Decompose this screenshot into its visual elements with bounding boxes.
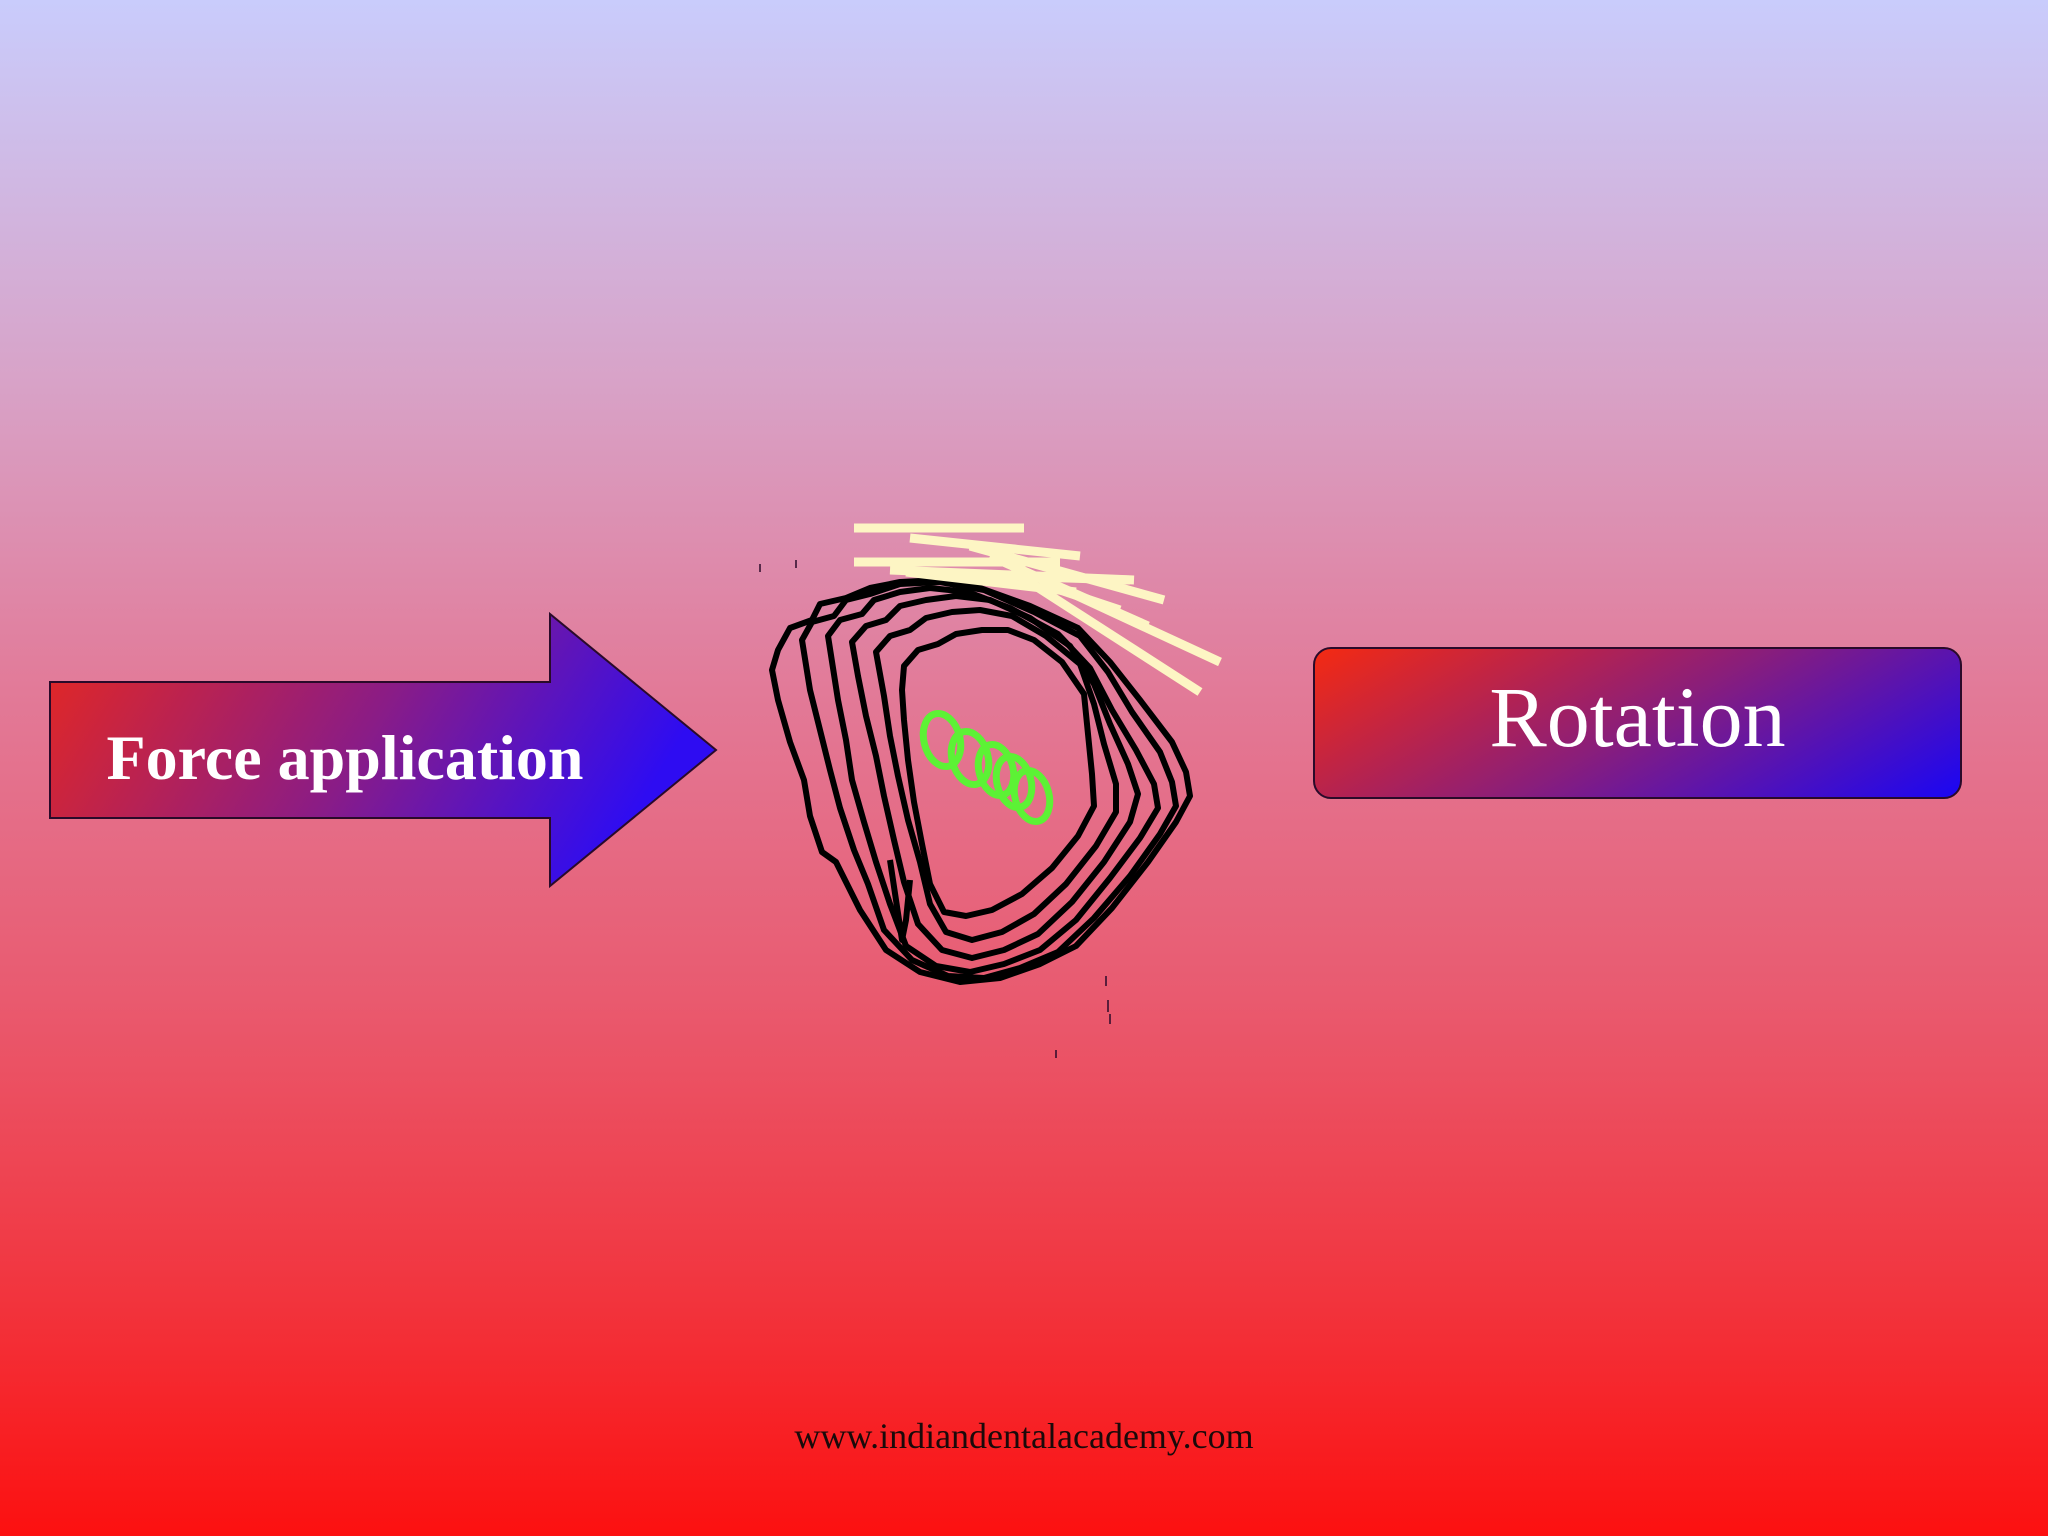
spring-coil-icon: [919, 710, 1054, 825]
rotation-box: Rotation: [1313, 647, 1962, 799]
footer-url: www.indiandentalacademy.com: [794, 1416, 1254, 1456]
tooth-cross-section-icon: [769, 577, 1193, 985]
force-application-label: Force application: [106, 722, 584, 793]
rotation-label: Rotation: [1489, 669, 1786, 765]
tick-marks: [759, 560, 1111, 1058]
force-arrow: [49, 611, 718, 889]
periodontal-fibers: [854, 523, 1222, 696]
